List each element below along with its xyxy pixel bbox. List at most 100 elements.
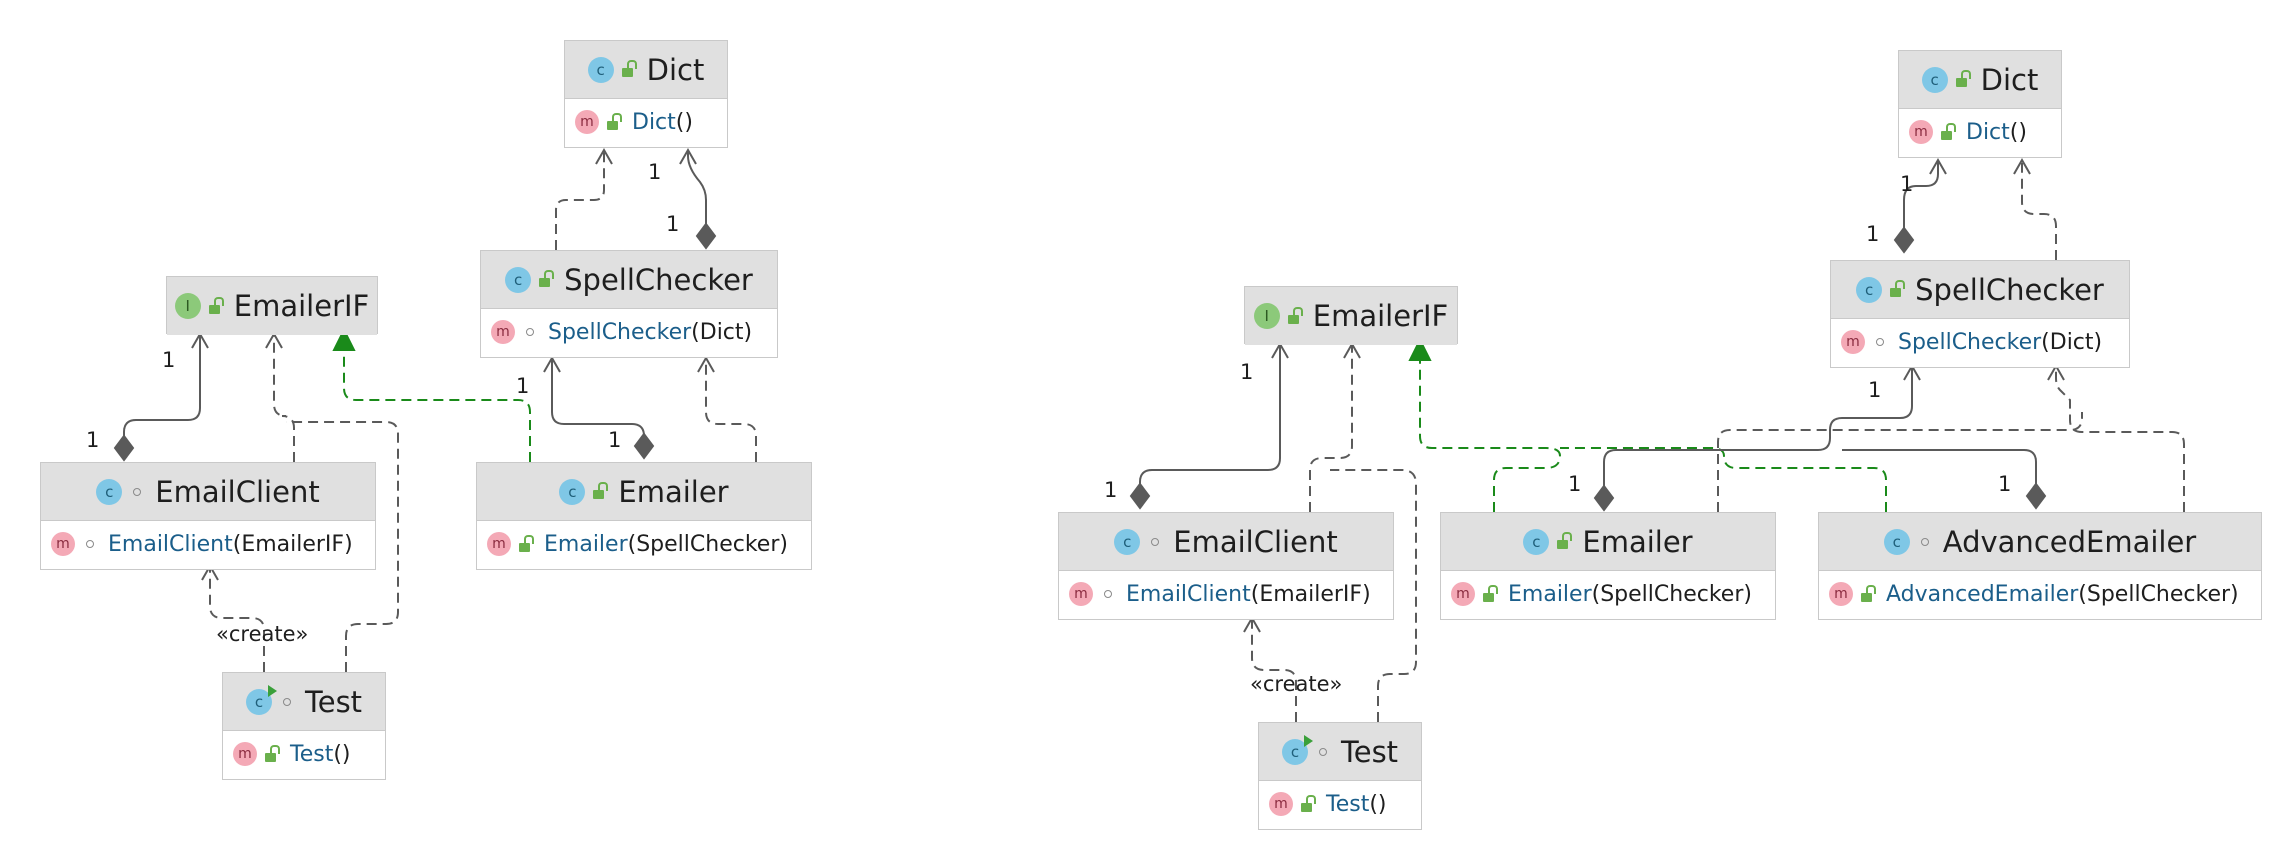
- emailer-class-header: c Emailer: [477, 463, 811, 521]
- emailerif-interface-header: I EmailerIF: [1245, 287, 1457, 345]
- method-params: (EmailerIF): [1250, 581, 1371, 607]
- class-name: AdvancedEmailer: [1942, 524, 2197, 559]
- emailer-constructor[interactable]: m Emailer(SpellChecker): [477, 521, 811, 567]
- multiplicity-label: 1: [86, 428, 100, 452]
- public-lock-icon: [1483, 584, 1498, 602]
- package-visibility-icon: [1104, 590, 1112, 598]
- test-constructor[interactable]: m Test(): [223, 731, 385, 777]
- method-icon: m: [487, 532, 511, 556]
- multiplicity-label: 1: [162, 348, 176, 372]
- edge-test-ec-create: [209, 566, 265, 672]
- edge-r-emailer-sc-dependency: [1717, 412, 2083, 512]
- class-name: Test: [1340, 734, 1399, 769]
- public-lock-icon: [593, 482, 609, 499]
- package-visibility-icon: [526, 328, 534, 336]
- multiplicity-label: 1: [1868, 378, 1882, 402]
- r-emailer-class[interactable]: c Emailer m Emailer(SpellChecker): [1440, 512, 1776, 620]
- class-name: SpellChecker: [1915, 272, 2104, 307]
- emailer-constructor[interactable]: m Emailer(SpellChecker): [1441, 571, 1775, 617]
- r-spellchecker-class[interactable]: c SpellChecker m SpellChecker(Dict): [1830, 260, 2130, 368]
- advancedemailer-constructor[interactable]: m AdvancedEmailer(SpellChecker): [1819, 571, 2261, 617]
- dict-class-header: c Dict: [565, 41, 727, 99]
- multiplicity-label: 1: [1240, 360, 1254, 384]
- method-params: (): [675, 109, 693, 135]
- multiplicity-label: 1: [1900, 172, 1914, 196]
- class-icon: c: [587, 56, 614, 83]
- dict-constructor[interactable]: m Dict(): [1899, 109, 2061, 155]
- interface-icon: I: [174, 293, 201, 319]
- emailclient-class[interactable]: c EmailClient m EmailClient(EmailerIF): [40, 462, 376, 570]
- r-emailerif-interface[interactable]: I EmailerIF: [1244, 286, 1458, 345]
- left-edges: [113, 147, 757, 672]
- runnable-class-icon: c: [1281, 734, 1313, 765]
- class-icon: c: [1921, 66, 1948, 93]
- multiplicity-label: 1: [516, 374, 530, 398]
- r-dict-class[interactable]: c Dict m Dict(): [1898, 50, 2062, 158]
- method-params: (Dict): [691, 319, 753, 345]
- public-lock-icon: [1557, 532, 1573, 549]
- spellchecker-constructor[interactable]: m SpellChecker(Dict): [1831, 319, 2129, 365]
- multiplicity-label: 1: [608, 428, 622, 452]
- class-icon: c: [96, 478, 123, 505]
- public-lock-icon: [621, 60, 637, 77]
- spellchecker-class[interactable]: c SpellChecker m SpellChecker(Dict): [480, 250, 778, 358]
- class-icon: c: [1523, 528, 1550, 555]
- method-name: SpellChecker: [548, 319, 692, 345]
- method-icon: m: [1841, 330, 1865, 354]
- multiplicity-label: 1: [648, 160, 662, 184]
- spellchecker-class-header: c SpellChecker: [1831, 261, 2129, 319]
- multiplicity-label: 1: [666, 212, 680, 236]
- create-stereotype-label: «create»: [1250, 672, 1343, 696]
- dict-class[interactable]: c Dict m Dict(): [564, 40, 728, 148]
- interface-name: EmailerIF: [233, 289, 370, 323]
- r-test-class[interactable]: c Test m Test(): [1258, 722, 1422, 830]
- edge-r-ec-eif-composition: [1139, 344, 1281, 488]
- edge-emailer-sc-composition: [551, 358, 645, 444]
- class-icon: c: [1883, 528, 1910, 555]
- test-class-header: c Test: [1259, 723, 1421, 781]
- method-name: Test: [1326, 791, 1370, 817]
- method-params: (EmailerIF): [232, 531, 353, 557]
- r-advancedemailer-class[interactable]: c AdvancedEmailer m AdvancedEmailer(Spel…: [1818, 512, 2262, 620]
- emailclient-class-header: c EmailClient: [1059, 513, 1393, 571]
- edge-sc-dict-dependency: [555, 152, 605, 250]
- composition-diamond: [695, 222, 717, 250]
- r-emailclient-class[interactable]: c EmailClient m EmailClient(EmailerIF): [1058, 512, 1394, 620]
- method-name: Test: [290, 741, 334, 767]
- emailclient-constructor[interactable]: m EmailClient(EmailerIF): [41, 521, 375, 567]
- class-icon: c: [1856, 276, 1883, 303]
- package-visibility-icon: [1920, 537, 1929, 546]
- method-name: SpellChecker: [1898, 329, 2042, 355]
- class-name: Dict: [1980, 62, 2039, 97]
- interface-name: EmailerIF: [1312, 299, 1449, 333]
- multiplicity-label: 1: [1998, 472, 2012, 496]
- class-name: Test: [304, 684, 363, 719]
- spellchecker-class-header: c SpellChecker: [481, 251, 777, 309]
- test-class-header: c Test: [223, 673, 385, 731]
- run-icon: [267, 684, 277, 697]
- edge-emailer-eif-realization: [343, 340, 531, 462]
- test-constructor[interactable]: m Test(): [1259, 781, 1421, 827]
- spellchecker-constructor[interactable]: m SpellChecker(Dict): [481, 309, 777, 355]
- test-class[interactable]: c Test m Test(): [222, 672, 386, 780]
- emailclient-constructor[interactable]: m EmailClient(EmailerIF): [1059, 571, 1393, 617]
- dict-class-header: c Dict: [1899, 51, 2061, 109]
- method-params: (): [2009, 119, 2027, 145]
- edge-emailer-sc-dependency: [705, 358, 757, 462]
- public-lock-icon: [1955, 70, 1971, 87]
- class-name: EmailClient: [1173, 524, 1338, 559]
- class-icon: c: [1114, 528, 1141, 555]
- public-lock-icon: [265, 744, 280, 762]
- create-stereotype-label: «create»: [216, 622, 309, 646]
- dict-constructor[interactable]: m Dict(): [565, 99, 727, 145]
- edge-sc-dict-composition: [687, 150, 707, 228]
- class-name: Emailer: [1582, 524, 1693, 559]
- emailerif-interface[interactable]: I EmailerIF: [166, 276, 378, 335]
- method-icon: m: [1909, 120, 1933, 144]
- emailer-class[interactable]: c Emailer m Emailer(SpellChecker): [476, 462, 812, 570]
- package-visibility-icon: [1151, 537, 1160, 546]
- method-params: (SpellChecker): [2078, 581, 2239, 607]
- public-lock-icon: [208, 296, 224, 314]
- method-name: Emailer: [544, 531, 628, 557]
- method-name: EmailClient: [1126, 581, 1251, 607]
